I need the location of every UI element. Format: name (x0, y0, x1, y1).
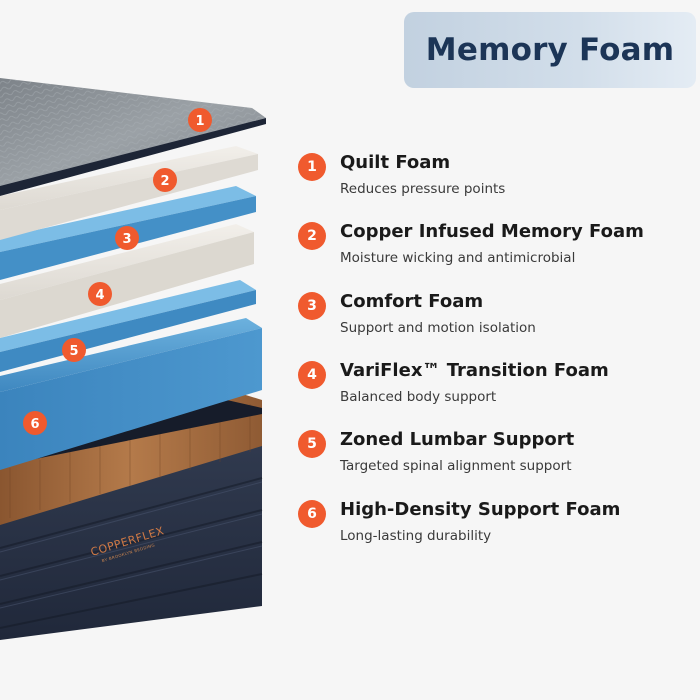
title-banner: Memory Foam (404, 12, 696, 88)
layer-2-foam (0, 146, 258, 240)
layer-badge-1-label: 1 (195, 114, 204, 129)
legend-layer-description: Support and motion isolation (340, 320, 536, 336)
legend-item-copper-infused-memory-foam: 2 Copper Infused Memory Foam Moisture wi… (298, 219, 698, 279)
layer-badge-2: 2 (153, 168, 177, 192)
legend-number-badge: 2 (298, 222, 326, 250)
mattress-base: COPPERFLEX BY BROOKLYN BEDDING (0, 392, 263, 640)
legend-layer-name: VariFlex™ Transition Foam (340, 360, 609, 381)
legend-number-badge: 4 (298, 361, 326, 389)
layer-4-foam (0, 224, 254, 338)
layer-1-quilt (0, 78, 266, 196)
legend-layer-name: Quilt Foam (340, 152, 451, 173)
legend-number-badge: 1 (298, 153, 326, 181)
legend-number-badge: 6 (298, 500, 326, 528)
legend-item-variflex-transition-foam: 4 VariFlex™ Transition Foam Balanced bod… (298, 358, 698, 418)
legend-layer-description: Reduces pressure points (340, 181, 506, 197)
legend-item-high-density-support-foam: 6 High-Density Support Foam Long-lasting… (298, 497, 698, 557)
page-title: Memory Foam (425, 32, 675, 68)
legend-item-zoned-lumbar-support: 5 Zoned Lumbar Support Targeted spinal a… (298, 427, 698, 487)
legend-layer-name: Zoned Lumbar Support (340, 429, 575, 450)
layer-6-foam (0, 318, 262, 470)
mattress-illustration: COPPERFLEX BY BROOKLYN BEDDING 1 (0, 78, 266, 640)
layer-badge-5-label: 5 (69, 344, 78, 359)
layer-badge-5: 5 (62, 338, 86, 362)
legend-layer-name: High-Density Support Foam (340, 499, 621, 520)
layer-badge-6-label: 6 (30, 417, 39, 432)
legend-layer-name: Copper Infused Memory Foam (340, 221, 644, 242)
legend-layer-description: Moisture wicking and antimicrobial (340, 250, 576, 266)
layer-badge-4-label: 4 (95, 288, 104, 303)
layer-badge-6: 6 (23, 411, 47, 435)
legend-number-badge: 3 (298, 292, 326, 320)
legend-layer-name: Comfort Foam (340, 291, 484, 312)
layer-badge-3-label: 3 (122, 232, 131, 247)
layer-badge-3: 3 (115, 226, 139, 250)
layer-badge-2-label: 2 (160, 174, 169, 189)
legend-layer-description: Long-lasting durability (340, 528, 492, 544)
legend-layer-description: Targeted spinal alignment support (340, 458, 572, 474)
legend-item-comfort-foam: 3 Comfort Foam Support and motion isolat… (298, 289, 698, 349)
legend-layer-description: Balanced body support (340, 389, 497, 405)
legend-item-quilt-foam: 1 Quilt Foam Reduces pressure points (298, 150, 698, 210)
legend-number-badge: 5 (298, 430, 326, 458)
layer-badge-4: 4 (88, 282, 112, 306)
layer-badge-1: 1 (188, 108, 212, 132)
